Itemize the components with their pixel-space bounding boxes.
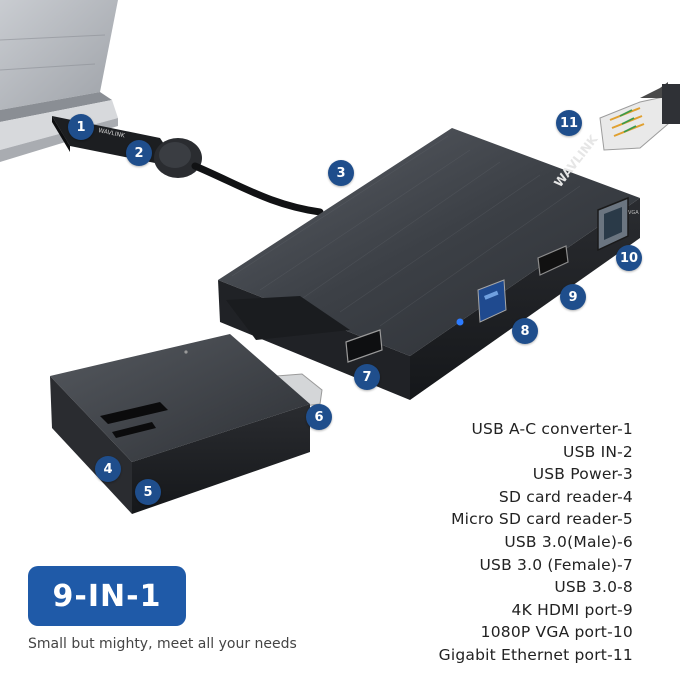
feature-item: USB 3.0(Male)-6 xyxy=(504,532,633,551)
ethernet-plug xyxy=(599,82,680,151)
callout-1: 1 xyxy=(68,114,94,140)
nine-in-one-badge: 9-IN-1 xyxy=(28,566,186,626)
feature-item: USB Power-3 xyxy=(532,465,633,484)
feature-item: USB IN-2 xyxy=(563,442,633,461)
feature-item: USB 3.0 (Female)-7 xyxy=(479,555,633,574)
feature-item: 1080P VGA port-10 xyxy=(480,623,633,642)
callout-5: 5 xyxy=(135,479,161,505)
callout-10: 10 xyxy=(616,245,642,271)
callout-4: 4 xyxy=(95,456,121,482)
feature-item: Gigabit Ethernet port-11 xyxy=(438,645,633,664)
sd-card-module xyxy=(50,334,323,514)
callout-7: 7 xyxy=(354,364,380,390)
callout-9: 9 xyxy=(560,284,586,310)
tagline: Small but mighty, meet all your needs xyxy=(28,636,297,652)
hub-body: WAVLINK VGA xyxy=(218,128,640,400)
callout-11: 11 xyxy=(556,110,582,136)
feature-item: 4K HDMI port-9 xyxy=(511,600,633,619)
badge-text: 9-IN-1 xyxy=(52,578,162,614)
feature-item: USB A-C converter-1 xyxy=(471,420,633,438)
callout-8: 8 xyxy=(512,318,538,344)
feature-item: Micro SD card reader-5 xyxy=(451,510,633,529)
callout-6: 6 xyxy=(306,404,332,430)
feature-list: USB A-C converter-1 USB IN-2 USB Power-3… xyxy=(353,418,633,667)
feature-item: USB 3.0-8 xyxy=(554,578,633,597)
callout-2: 2 xyxy=(126,140,152,166)
feature-item: SD card reader-4 xyxy=(498,487,633,506)
svg-text:VGA: VGA xyxy=(628,210,639,216)
callout-3: 3 xyxy=(328,160,354,186)
